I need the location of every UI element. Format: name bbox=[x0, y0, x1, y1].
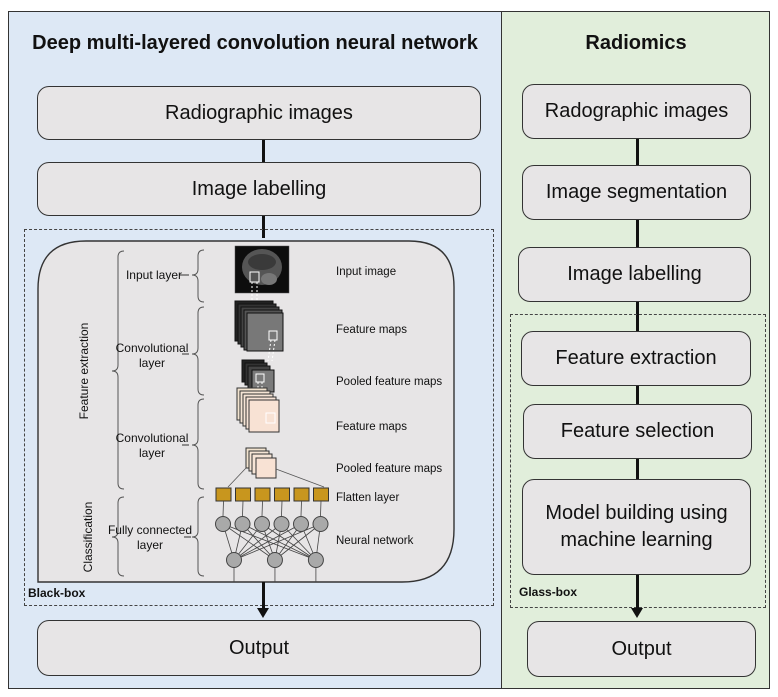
radiomics-step-feature-selection: Feature selection bbox=[523, 404, 752, 459]
stage-label-pooled-feature-maps-1: Pooled feature maps bbox=[336, 376, 442, 388]
input-layer-label: Input layer bbox=[126, 268, 182, 282]
radiomics-step-label: Feature selection bbox=[560, 420, 715, 442]
connector bbox=[262, 582, 265, 612]
flatten-unit bbox=[293, 487, 310, 502]
connector bbox=[262, 140, 265, 162]
nn-edge bbox=[261, 523, 317, 561]
conv-layer-2-brace bbox=[191, 398, 205, 490]
nn-hidden-node bbox=[234, 516, 251, 532]
black-box-label: Black-box bbox=[28, 586, 86, 600]
nn-edge bbox=[274, 523, 321, 561]
feature-extraction-brace bbox=[111, 250, 125, 490]
fc-layer-brace bbox=[191, 496, 205, 577]
stage-label-feature-maps-2: Feature maps bbox=[336, 421, 407, 433]
flatten-unit bbox=[235, 487, 251, 502]
cnn-step-label: Radiographic images bbox=[165, 101, 353, 124]
cnn-title-bold: Deep multi-layered bbox=[32, 32, 212, 54]
flatten-unit bbox=[274, 487, 290, 502]
connector bbox=[636, 575, 639, 612]
radiomics-step-model-building: Model building using machine learning bbox=[522, 479, 751, 575]
nn-edge bbox=[281, 523, 317, 561]
nn-hidden-node bbox=[215, 516, 231, 532]
radiomics-step-label: Radographic images bbox=[544, 100, 729, 122]
nn-hidden-node bbox=[273, 516, 290, 532]
connector bbox=[636, 139, 639, 165]
radiomics-step-label: Image labelling bbox=[567, 263, 702, 285]
nn-edge bbox=[300, 500, 302, 517]
nn-edge bbox=[233, 523, 282, 561]
cnn-panel-title: Deep multi-layered convolution neural ne… bbox=[16, 32, 494, 55]
nn-output-node bbox=[266, 552, 283, 568]
nn-edge bbox=[233, 523, 302, 561]
cnn-output-label: Output bbox=[228, 636, 290, 659]
feature-maps-1-icon bbox=[234, 300, 284, 362]
conv-layer-1-brace bbox=[191, 306, 205, 396]
radiomics-step-label: Feature extraction bbox=[555, 347, 717, 369]
cnn-step-label: Image labelling bbox=[191, 177, 327, 200]
glass-box-label: Glass-box bbox=[519, 585, 578, 599]
neural-network-nodes bbox=[215, 516, 329, 568]
nn-edge bbox=[320, 500, 322, 517]
cnn-architecture: Feature extraction Classification Input … bbox=[37, 240, 455, 583]
stage-label-feature-maps-1: Feature maps bbox=[336, 324, 407, 336]
nn-edge bbox=[242, 523, 317, 561]
flatten-unit bbox=[313, 487, 329, 502]
flatten-unit bbox=[215, 487, 232, 502]
input-image-icon bbox=[234, 245, 290, 309]
nn-output-node bbox=[307, 552, 324, 568]
connector bbox=[636, 386, 639, 404]
nn-hidden-node bbox=[254, 516, 270, 532]
connector bbox=[636, 302, 639, 332]
radiomics-title: Radiomics bbox=[585, 32, 687, 54]
input-layer-brace bbox=[191, 249, 205, 303]
pooled-feature-maps-1-icon bbox=[241, 359, 275, 401]
nn-edge bbox=[242, 500, 244, 517]
nn-edge bbox=[242, 523, 276, 561]
black-box-container bbox=[24, 229, 494, 606]
radiomics-step-radiographic-images: Radographic images bbox=[522, 84, 751, 139]
radiomics-step-feature-extraction: Feature extraction bbox=[521, 331, 751, 386]
radiomics-step-image-segmentation: Image segmentation bbox=[522, 165, 751, 220]
flatten-unit bbox=[254, 487, 271, 502]
cnn-step-image-labelling: Image labelling bbox=[37, 162, 481, 216]
feature-maps-2-icon bbox=[236, 387, 280, 433]
stage-label-neural-network: Neural network bbox=[336, 535, 414, 547]
stage-label-input-image: Input image bbox=[336, 266, 396, 278]
radiomics-step-label: Model building using machine learning bbox=[545, 502, 728, 551]
connector bbox=[636, 220, 639, 247]
arrow-head-icon bbox=[631, 608, 643, 618]
feature-extraction-label: Feature extraction bbox=[77, 323, 91, 420]
cnn-output: Output bbox=[37, 620, 481, 676]
radiomics-output-label: Output bbox=[611, 637, 672, 660]
nn-edge bbox=[261, 500, 263, 517]
nn-output-node bbox=[226, 552, 242, 568]
arrow-head-icon bbox=[257, 608, 269, 618]
nn-edge bbox=[281, 500, 283, 517]
nn-hidden-node bbox=[312, 516, 329, 532]
classification-brace bbox=[111, 496, 125, 577]
connector bbox=[636, 459, 639, 479]
nn-hidden-node bbox=[293, 516, 309, 532]
flatten-layer bbox=[215, 487, 329, 502]
stage-label-pooled-feature-maps-2: Pooled feature maps bbox=[336, 463, 442, 475]
nn-edge bbox=[222, 500, 224, 517]
nn-edge bbox=[222, 523, 276, 561]
radiomics-step-label: Image segmentation bbox=[545, 181, 728, 203]
radiomics-output: Output bbox=[527, 621, 756, 677]
radiomics-step-image-labelling: Image labelling bbox=[518, 247, 751, 302]
pooled-feature-maps-2-icon bbox=[227, 447, 325, 488]
classification-label: Classification bbox=[81, 502, 95, 573]
cnn-step-radiographic-images: Radiographic images bbox=[37, 86, 481, 140]
stage-label-flatten-layer: Flatten layer bbox=[336, 492, 399, 504]
cnn-title-rest: convolution neural network bbox=[211, 32, 478, 54]
connector bbox=[262, 216, 265, 238]
